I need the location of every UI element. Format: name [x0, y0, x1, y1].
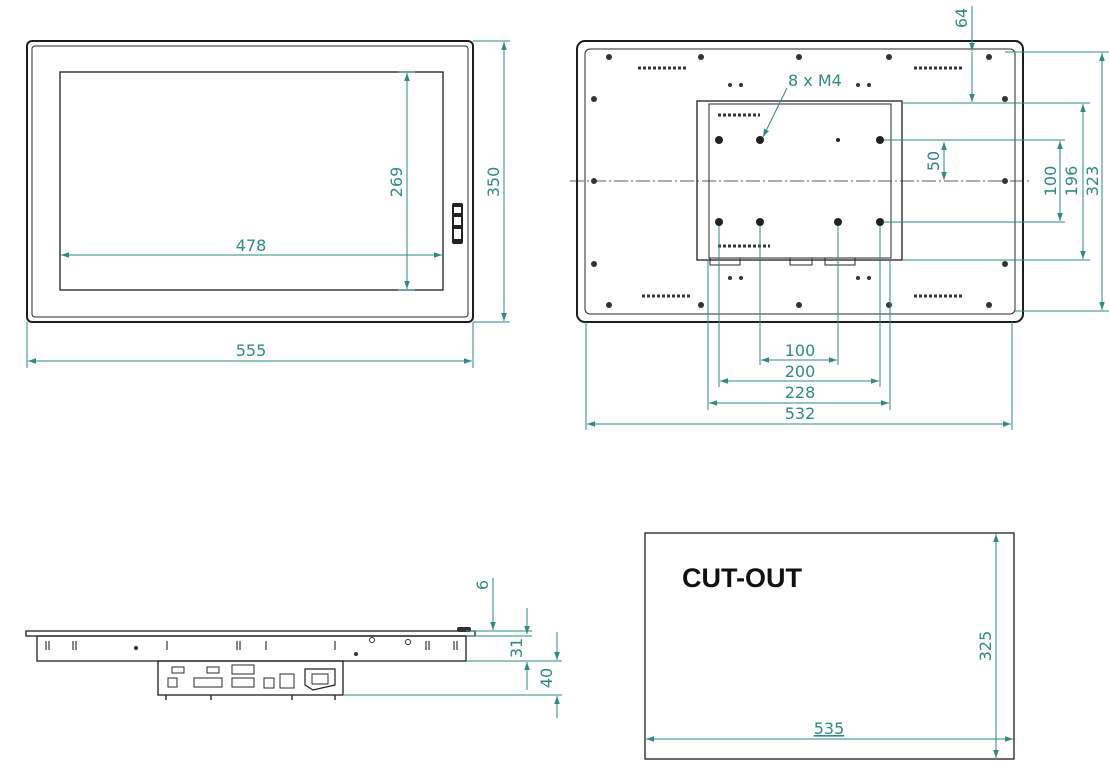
front-screen: [59, 71, 444, 291]
dim-532-label: 532: [785, 404, 816, 423]
vesa-block: [696, 100, 903, 261]
rear-housing-outer: [576, 40, 1024, 323]
dim-200-label: 200: [785, 362, 816, 381]
cutout-outline: [644, 532, 1015, 760]
dim-50-label: 50: [924, 151, 943, 171]
dim-228-label: 228: [785, 383, 816, 402]
hole-callout-label: 8 x M4: [788, 71, 842, 90]
dim-196-label: 196: [1062, 166, 1081, 197]
dim-40-label: 40: [537, 668, 556, 688]
dim-350-label: 350: [484, 167, 503, 198]
dim-100h-label: 100: [785, 341, 816, 360]
front-view: 555 478 350 269: [26, 40, 510, 368]
dim-323-label: 323: [1083, 166, 1102, 197]
dim-6-label: 6: [473, 580, 492, 590]
dim-535-label: 535: [814, 719, 845, 738]
side-bezel: [25, 630, 476, 637]
rear-housing-inner: [584, 48, 1016, 315]
connector-box: [157, 660, 344, 696]
side-housing: [36, 635, 467, 662]
dim-100v-label: 100: [1041, 166, 1060, 197]
front-bezel-inner: [31, 45, 469, 318]
rear-view: 8 x M4 64 50 100 196 323: [570, 6, 1109, 430]
vesa-holes: [715, 136, 884, 226]
dim-269-label: 269: [387, 167, 406, 198]
cutout-view: CUT-OUT 535 325: [644, 532, 1015, 760]
side-view: 6 31 40: [25, 578, 562, 718]
dim-478-label: 478: [236, 236, 267, 255]
dim-325-label: 325: [976, 631, 995, 662]
dim-555-label: 555: [236, 341, 267, 360]
dim-64-label: 64: [952, 8, 971, 28]
cutout-title: CUT-OUT: [682, 563, 802, 593]
front-bezel-outer: [26, 40, 474, 323]
dim-31-label: 31: [507, 638, 526, 658]
